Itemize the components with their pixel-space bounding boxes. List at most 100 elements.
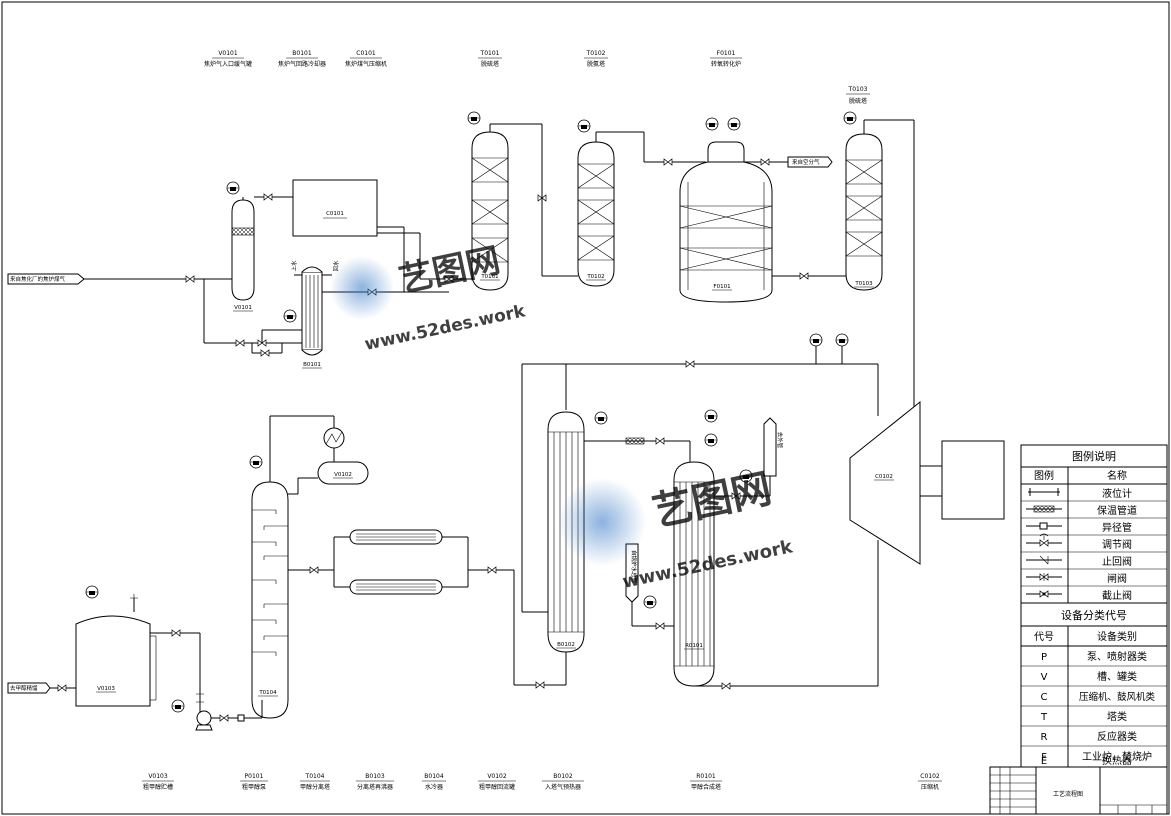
svg-text:B0101: B0101 (292, 50, 312, 57)
reboiler-B0103 (349, 529, 443, 595)
svg-text:塔类: 塔类 (1107, 710, 1127, 723)
svg-text:压缩机、鼓风机类: 压缩机、鼓风机类 (1079, 691, 1156, 703)
svg-text:设备分类代号: 设备分类代号 (1061, 608, 1127, 622)
tower-T0101: T0101 (471, 131, 509, 291)
compressor-C0101: C0101 (292, 179, 378, 237)
title-block: 工艺流程图 (989, 766, 1168, 815)
svg-text:脱氨塔: 脱氨塔 (587, 60, 605, 68)
vessel-V0101: V0101 (231, 199, 255, 312)
svg-text:去外管: 去外管 (776, 432, 784, 449)
pressure-indicator-c0102 (809, 333, 823, 347)
svg-text:粗甲醇回流罐: 粗甲醇回流罐 (479, 783, 515, 791)
svg-text:工艺流程图: 工艺流程图 (1053, 790, 1083, 798)
svg-text:T0104: T0104 (258, 690, 277, 696)
svg-text:去甲醇精馏: 去甲醇精馏 (10, 684, 38, 692)
product-outlet: 去甲醇精馏 (7, 682, 51, 694)
label-T0104: T0104 甲醇分离塔 (300, 773, 330, 791)
svg-text:转氧转化炉: 转氧转化炉 (711, 60, 741, 68)
svg-text:C0101: C0101 (356, 50, 376, 57)
svg-text:T0101: T0101 (480, 274, 498, 280)
svg-text:调节阀: 调节阀 (1102, 538, 1132, 551)
svg-text:R0101: R0101 (696, 773, 716, 780)
svg-text:名称: 名称 (1107, 469, 1127, 482)
condenser-B0104 (323, 427, 345, 449)
cooler-B0101: B0101 (301, 266, 323, 369)
svg-text:V0101: V0101 (234, 305, 252, 311)
svg-text:液位计: 液位计 (1102, 487, 1132, 500)
steam-outlet: 去外管 (763, 417, 784, 477)
svg-text:V0103: V0103 (148, 773, 168, 780)
svg-text:V0101: V0101 (218, 50, 238, 57)
svg-text:反应器类: 反应器类 (1097, 730, 1137, 743)
air-inlet: 来自空分气 (787, 156, 833, 168)
svg-text:槽、罐类: 槽、罐类 (1097, 670, 1137, 683)
tower-T0102: T0102 (577, 141, 615, 287)
category-row-R: R 反应器类 (1041, 730, 1137, 743)
svg-text:V: V (1041, 672, 1048, 683)
temp-indicator-t0102 (577, 119, 591, 133)
legend-row-control-valve: 调节阀 (1026, 533, 1132, 551)
temp-indicator-b0102 (594, 411, 608, 425)
feed-inlet: 来自焦化厂的焦炉煤气 (7, 273, 85, 285)
converter-F0101: F0101 (679, 141, 773, 303)
svg-text:C0102: C0102 (875, 474, 893, 480)
temp-indicator-t0103 (843, 111, 857, 125)
legend-row-insulated-pipe: 保温管道 (1026, 504, 1137, 517)
category-type-E: 换热器 (1102, 754, 1132, 767)
temp-indicator-c0102 (835, 333, 849, 347)
pressure-indicator-v0101 (226, 181, 240, 195)
svg-text:回水: 回水 (332, 260, 340, 272)
svg-text:T0103: T0103 (848, 86, 868, 93)
flow-indicator-r0101 (643, 595, 657, 609)
svg-text:焦炉煤气压缩机: 焦炉煤气压缩机 (345, 60, 387, 68)
label-V0102: V0102 粗甲醇回流罐 (478, 773, 516, 791)
svg-text:T0103: T0103 (854, 281, 873, 287)
category-row-V: V 槽、罐类 (1041, 670, 1137, 683)
svg-text:脱硫塔: 脱硫塔 (849, 97, 867, 105)
label-T0103: T0103 脱硫塔 (846, 86, 870, 105)
svg-text:艺图网: 艺图网 (396, 240, 504, 300)
category-row-C: C 压缩机、鼓风机类 (1041, 691, 1156, 703)
svg-text:B0103: B0103 (365, 773, 385, 780)
watermark-upper: 艺图网 www.52des.work (330, 240, 528, 355)
svg-text:甲醇分离塔: 甲醇分离塔 (300, 783, 330, 791)
storage-tank-V0103: V0103 (75, 615, 157, 707)
svg-text:焦炉气回路冷却器: 焦炉气回路冷却器 (278, 60, 326, 68)
svg-text:V0103: V0103 (97, 686, 115, 692)
temp-indicator-b0101 (283, 309, 297, 323)
svg-text:闸阀: 闸阀 (1107, 572, 1127, 585)
svg-text:粗甲醇泵: 粗甲醇泵 (242, 783, 266, 791)
tower-T0103: T0103 (845, 133, 883, 291)
svg-text:F0101: F0101 (717, 50, 736, 57)
svg-text:止回阀: 止回阀 (1102, 555, 1132, 568)
svg-text:代号: 代号 (1034, 631, 1054, 643)
svg-text:www.52des.work: www.52des.work (363, 301, 528, 355)
svg-text:焦炉气入口缓气罐: 焦炉气入口缓气罐 (204, 60, 252, 68)
svg-text:来自焦化厂的焦炉煤气: 来自焦化厂的焦炉煤气 (10, 275, 66, 283)
svg-text:C: C (1041, 692, 1048, 703)
svg-text:V0102: V0102 (487, 773, 507, 780)
svg-text:T0104: T0104 (305, 773, 325, 780)
svg-text:F: F (1041, 752, 1047, 763)
temp-indicator-f0101 (705, 117, 719, 131)
legend-row-gate-valve: 闸阀 (1026, 572, 1127, 585)
svg-text:设备类别: 设备类别 (1097, 630, 1137, 643)
reactor-R0101: R0101 (673, 461, 715, 687)
reflux-drum-V0102: V0102 (317, 461, 369, 485)
svg-text:压缩机: 压缩机 (921, 783, 939, 791)
svg-text:R: R (1041, 732, 1048, 743)
compressor-C0102: C0102 (849, 400, 1005, 565)
svg-text:甲醇合成塔: 甲醇合成塔 (691, 783, 721, 791)
svg-text:V0102: V0102 (334, 472, 352, 478)
